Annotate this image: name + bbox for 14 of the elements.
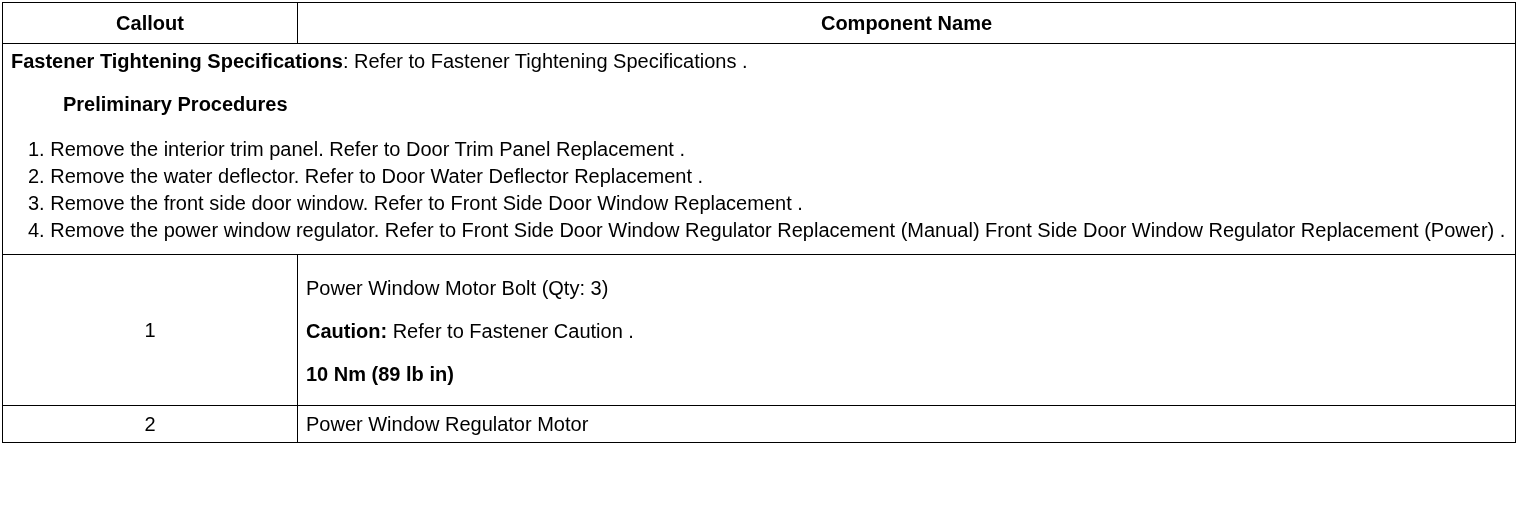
torque-spec: 10 Nm (89 lb in) bbox=[306, 362, 455, 386]
component-name: Power Window Regulator Motor bbox=[306, 412, 590, 436]
procedure-step: 1. Remove the interior trim panel. Refer to Door Trim Panel Replacement . bbox=[11, 138, 1507, 161]
callout-number: 2 bbox=[144, 412, 156, 436]
column-header: Callout bbox=[116, 11, 184, 35]
section-heading: Preliminary Procedures bbox=[63, 93, 289, 116]
callout-number: 1 bbox=[144, 318, 156, 342]
note-text: Fastener Tightening Specifications: Refer to Fastener Tightening Specifications . bbox=[11, 50, 749, 73]
caution-note: Caution: Refer to Fastener Caution . bbox=[306, 319, 635, 343]
column-header: Component Name bbox=[820, 11, 993, 35]
procedure-step: 4. Remove the power window regulator. Refer to Front Side Door Window Regulator Replacement (Manual) Front Side Door Window Regulator Replacement (Power) . bbox=[11, 219, 1507, 242]
procedure-step: 2. Remove the water deflector. Refer to Door Water Deflector Replacement . bbox=[11, 165, 1507, 188]
procedure-step: 3. Remove the front side door window. Refer to Front Side Door Window Replacement . bbox=[11, 192, 1507, 215]
component-name: Power Window Motor Bolt (Qty: 3) bbox=[306, 276, 610, 300]
